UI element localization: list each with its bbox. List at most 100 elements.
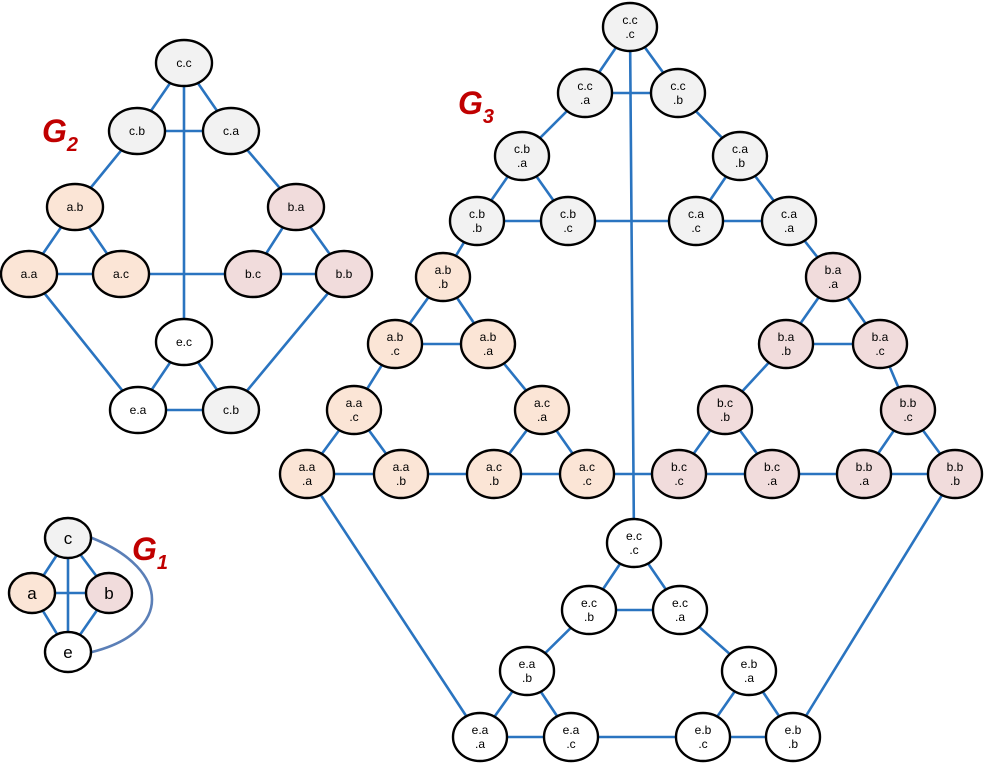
g2-edge-bb-eb xyxy=(229,272,346,412)
g3-node-circle xyxy=(560,584,618,636)
g2-node-circle xyxy=(108,385,168,435)
g3-node-ecc: e.c.c xyxy=(605,517,663,569)
g2-node-cb: c.b xyxy=(107,106,167,156)
g3-node-label: .a xyxy=(675,610,685,624)
g2-title-letter: G xyxy=(42,113,67,149)
g3-node-circle xyxy=(720,645,778,697)
g3-node-eab: e.a.b xyxy=(498,645,556,697)
g1-node-label: a xyxy=(27,584,37,603)
g3-node-label: c.b xyxy=(560,207,576,221)
g2-node-circle xyxy=(201,385,261,435)
g3-node-label: a.a xyxy=(346,396,363,410)
g3-node-acb: a.c.b xyxy=(465,448,523,500)
g2-node-circle xyxy=(91,249,151,299)
g3-node-label: c.a xyxy=(688,207,704,221)
g3-node-circle xyxy=(448,195,506,247)
g1-node-circle xyxy=(7,571,57,615)
g2-node-circle xyxy=(107,106,167,156)
g1-node-label: b xyxy=(104,584,113,603)
g3-node-circle xyxy=(366,318,424,370)
g3-node-eca: e.c.a xyxy=(651,584,709,636)
g3-node-label: .c xyxy=(691,221,700,235)
g2-node-label: b.c xyxy=(245,267,261,281)
g3-node-label: b.a xyxy=(872,330,889,344)
g3-node-label: .a xyxy=(784,221,794,235)
g1-node-label: e xyxy=(63,643,72,662)
g2-node-label: e.c xyxy=(176,335,192,349)
g2-node-circle xyxy=(201,106,261,156)
g3-node-label: .a xyxy=(302,474,312,488)
g3-node-eac: e.a.c xyxy=(542,711,600,763)
g3-node-label: .a xyxy=(537,410,547,424)
g3-node-label: .c xyxy=(390,344,399,358)
g2-node-ba: b.a xyxy=(266,182,326,232)
g3-node-circle xyxy=(414,251,472,303)
g3-node-label: b.b xyxy=(947,460,964,474)
g3-node-ebc: e.b.c xyxy=(674,711,732,763)
g3-node-label: .b xyxy=(788,737,798,751)
g3-node-bca: b.c.a xyxy=(743,448,801,500)
g3-node-label: .c xyxy=(903,410,912,424)
g1-curved-edge-c-e xyxy=(90,536,154,654)
g3-node-eaa: e.a.a xyxy=(451,711,509,763)
g3-node-label: .b xyxy=(781,344,791,358)
g3-node-circle xyxy=(851,318,909,370)
g2-node-circle xyxy=(223,249,283,299)
g3-node-caa: c.a.a xyxy=(760,195,818,247)
g2-node-label: c.c xyxy=(176,56,191,70)
g2-node-ec: e.c xyxy=(154,317,214,367)
g3-node-baa: b.a.a xyxy=(804,251,862,303)
g3-node-bab: b.a.b xyxy=(757,318,815,370)
g3-node-circle xyxy=(605,517,663,569)
g2-node-aa: a.a xyxy=(0,249,59,299)
g3-node-label: .c xyxy=(582,474,591,488)
g2-node-circle xyxy=(154,317,214,367)
g3-node-circle xyxy=(650,448,708,500)
g3-node-label: .c xyxy=(566,737,575,751)
g1-node-circle xyxy=(84,571,134,615)
g3-node-circle xyxy=(674,711,732,763)
g3-node-label: .a xyxy=(580,93,590,107)
g3-node-circle xyxy=(804,251,862,303)
g3-node-aaa: a.a.a xyxy=(278,448,336,500)
g3-node-label: .a xyxy=(483,344,493,358)
g3-node-circle xyxy=(601,1,659,53)
g3-title-subscript: 3 xyxy=(483,106,494,128)
g2-node-cc: c.c xyxy=(154,38,214,88)
g3-node-label: b.c xyxy=(717,396,733,410)
g3-node-label: e.a xyxy=(472,723,489,737)
g3-node-aab: a.a.b xyxy=(372,448,430,500)
g3-node-ecb: e.c.b xyxy=(560,584,618,636)
g3-node-label: c.a xyxy=(732,142,748,156)
g3-node-label: .c xyxy=(674,474,683,488)
g1-node-e: e xyxy=(43,630,93,674)
g3-node-bbc: b.b.c xyxy=(879,384,937,436)
g1-title-subscript: 1 xyxy=(157,552,168,574)
g3-title: G3 xyxy=(458,85,494,128)
g3-edge-bbb-ebb xyxy=(791,472,957,739)
g1-node-circle xyxy=(43,630,93,674)
g3-node-circle xyxy=(539,195,597,247)
g3-node-aac: a.a.c xyxy=(325,384,383,436)
g2-node-circle xyxy=(45,182,105,232)
g3-node-label: c.b xyxy=(514,142,530,156)
g3-node-label: .b xyxy=(472,221,482,235)
g3-node-label: .b xyxy=(673,93,683,107)
g2-node-circle xyxy=(0,249,59,299)
g3-node-ccc: c.c.c xyxy=(601,1,659,53)
g3-node-label: a.b xyxy=(387,330,404,344)
g3-node-label: a.c xyxy=(486,460,502,474)
g3-node-label: b.b xyxy=(900,396,917,410)
g3-edge-ccc-ecc xyxy=(628,25,636,545)
g3-node-eba: e.b.a xyxy=(720,645,778,697)
g2-node-circle xyxy=(154,38,214,88)
g3-node-label: c.a xyxy=(781,207,797,221)
g3-node-label: .b xyxy=(950,474,960,488)
g3-node-circle xyxy=(696,384,754,436)
g3-node-ccb: c.c.b xyxy=(649,67,707,119)
g3-node-label: .c xyxy=(698,737,707,751)
g3-node-label: b.c xyxy=(671,460,687,474)
